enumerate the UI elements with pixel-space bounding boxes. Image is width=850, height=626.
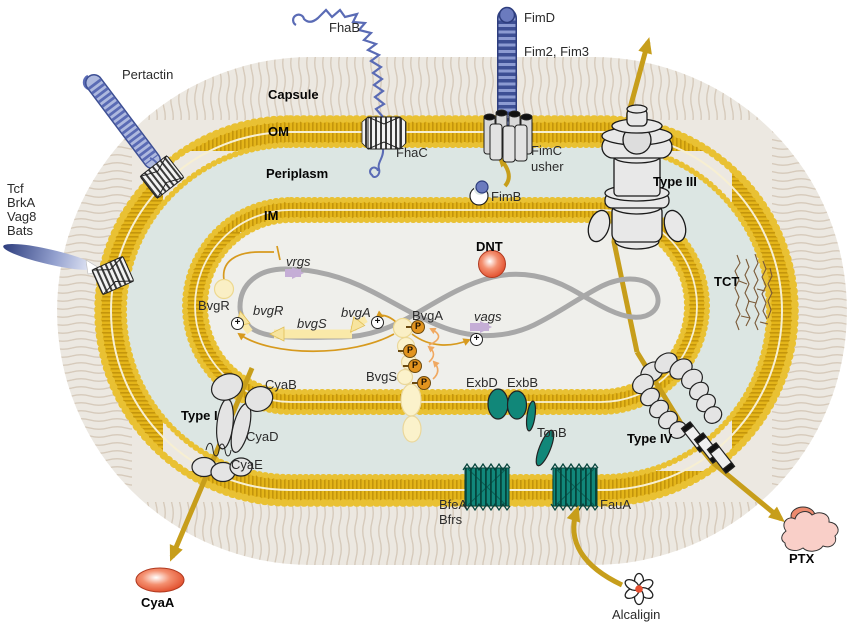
dnt-toxin-shape bbox=[478, 250, 506, 278]
label-brka: BrkA bbox=[7, 195, 36, 210]
label-type-i: Type I bbox=[181, 408, 218, 423]
tct-mesh-icon bbox=[734, 253, 773, 331]
label-periplasm: Periplasm bbox=[266, 166, 329, 181]
label-type-iv: Type IV bbox=[627, 431, 673, 446]
label-fhac: FhaC bbox=[396, 145, 428, 160]
exbb-protein bbox=[506, 390, 528, 420]
fimc-usher-complex bbox=[483, 109, 533, 163]
label-bvga-gene: bvgA bbox=[341, 305, 371, 320]
label-bfea: BfeA bbox=[439, 497, 468, 512]
regulation-arrows bbox=[222, 245, 471, 352]
plus-symbol: + bbox=[470, 333, 483, 346]
alcaligin-uptake-arrow bbox=[566, 505, 624, 588]
cytoplasm-layer bbox=[205, 220, 687, 392]
bvgR-gene-arrow bbox=[235, 310, 253, 335]
bvgr-protein-circle bbox=[213, 278, 235, 300]
fhac-barrel bbox=[361, 116, 407, 150]
label-cyaa: CyaA bbox=[141, 595, 175, 610]
ptx-toxin-shape bbox=[781, 506, 839, 552]
label-capsule: Capsule bbox=[268, 87, 319, 102]
label-type-iii: Type III bbox=[653, 174, 697, 189]
plus-symbol: + bbox=[231, 317, 244, 330]
label-fhab: FhaB bbox=[329, 20, 361, 35]
label-tcf: Tcf bbox=[7, 181, 24, 196]
exbd-protein bbox=[487, 388, 509, 420]
label-exbd: ExbD bbox=[466, 375, 498, 390]
label-bvgr-protein: BvgR bbox=[198, 298, 230, 313]
type-iv-complex bbox=[632, 352, 736, 475]
plus-symbol: + bbox=[371, 316, 384, 329]
label-pertactin: Pertactin bbox=[122, 67, 174, 82]
label-dnt: DNT bbox=[476, 239, 503, 254]
label-ptx: PTX bbox=[789, 551, 815, 566]
label-bats: Bats bbox=[7, 223, 34, 238]
label-fimb: FimB bbox=[491, 189, 522, 204]
label-om: OM bbox=[268, 124, 289, 139]
label-cyab: CyaB bbox=[265, 377, 297, 392]
fhab-filament bbox=[292, 8, 386, 179]
bvgr-repression-line bbox=[222, 251, 274, 281]
tonb-protein bbox=[525, 400, 555, 467]
label-vag8: Vag8 bbox=[7, 209, 37, 224]
type-iii-injectisome bbox=[587, 104, 687, 250]
repression-tbar bbox=[276, 245, 281, 261]
label-vrgs: vrgs bbox=[286, 254, 311, 269]
phosphate-badge: P bbox=[411, 320, 425, 334]
bfea-barrel bbox=[462, 462, 511, 512]
fimb-transfer-arrow bbox=[497, 156, 511, 188]
label-exbb: ExbB bbox=[507, 375, 539, 390]
label-bvgs-protein: BvgS bbox=[366, 369, 398, 384]
phosphorelay-arrows bbox=[427, 327, 440, 380]
inner-membrane-beads bbox=[182, 197, 710, 415]
bvgA-gene-arrow bbox=[349, 315, 368, 333]
phosphate-badge: P bbox=[403, 344, 417, 358]
phosphate-badge: P bbox=[408, 359, 422, 373]
label-fimc: FimC bbox=[531, 143, 563, 158]
label-fimd: FimD bbox=[524, 10, 556, 25]
alcaligin-icon bbox=[624, 572, 654, 606]
type-i-channel bbox=[191, 373, 274, 483]
label-tct: TCT bbox=[714, 274, 740, 289]
label-im: IM bbox=[264, 208, 279, 223]
label-bvgr-gene: bvgR bbox=[253, 303, 284, 318]
label-cyad: CyaD bbox=[246, 429, 279, 444]
phosphate-badge: P bbox=[417, 376, 431, 390]
cyaa-toxin-shape bbox=[135, 567, 185, 593]
label-usher: usher bbox=[531, 159, 564, 174]
label-autotransporters: Tcf BrkA Vag8 Bats bbox=[7, 182, 36, 238]
label-alcaligin: Alcaligin bbox=[612, 607, 661, 622]
autotransporter-barrel bbox=[91, 255, 134, 296]
label-tonb: TonB bbox=[537, 425, 567, 440]
fimd-tip-adhesin bbox=[498, 6, 516, 24]
bvga-activation-left bbox=[237, 332, 395, 352]
fimb-chaperone bbox=[469, 180, 489, 206]
label-faua: FauA bbox=[600, 497, 632, 512]
label-bvga-protein: BvgA bbox=[412, 308, 444, 323]
label-cyae: CyaE bbox=[231, 457, 263, 472]
faua-barrel bbox=[550, 462, 599, 512]
label-bvgs-gene: bvgS bbox=[297, 316, 327, 331]
label-vags: vags bbox=[474, 309, 502, 324]
pertactin-barrel bbox=[139, 155, 185, 199]
gene-arrows bbox=[235, 267, 492, 342]
label-bfrs: Bfrs bbox=[439, 512, 463, 527]
label-fim-serotypes: Fim2, Fim3 bbox=[524, 44, 589, 59]
bvga-activation-vags bbox=[411, 333, 471, 346]
